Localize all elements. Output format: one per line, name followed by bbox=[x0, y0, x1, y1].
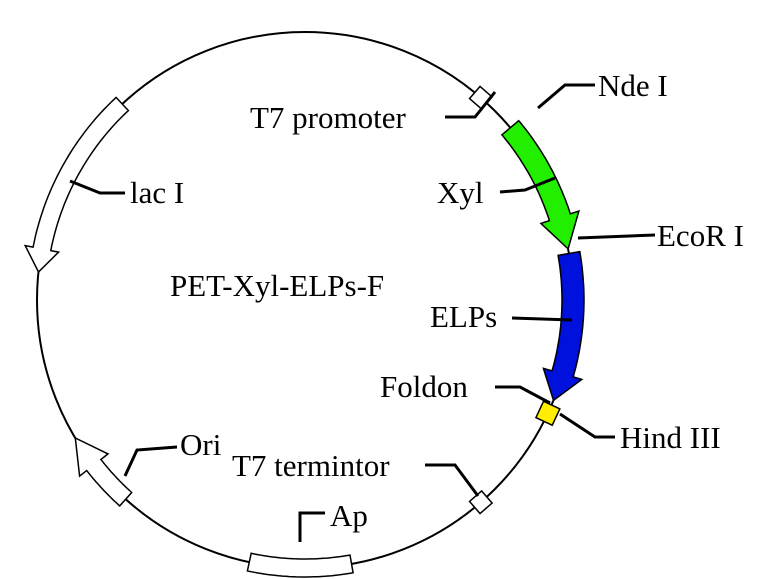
t7-terminator-box bbox=[468, 489, 494, 515]
label-elps: ELPs bbox=[430, 299, 497, 334]
leader-t7-promoter bbox=[445, 91, 497, 119]
lac-i-arrow bbox=[23, 96, 130, 274]
leader-lac-i bbox=[69, 179, 125, 195]
label-ori: Ori bbox=[180, 427, 222, 462]
leader-ecor bbox=[577, 233, 656, 240]
label-nde-i: Nde I bbox=[598, 68, 668, 103]
leader-hind bbox=[559, 412, 615, 439]
ap-band bbox=[246, 552, 354, 578]
leader-elps bbox=[511, 316, 573, 322]
leader-nde bbox=[537, 83, 595, 110]
label-ecor-i: EcoR I bbox=[657, 218, 744, 253]
leader-ori bbox=[123, 445, 178, 477]
leader-foldon bbox=[495, 385, 551, 405]
label-xyl: Xyl bbox=[437, 175, 484, 210]
label-t7-terminator: T7 termintor bbox=[232, 448, 390, 483]
leader-xyl bbox=[499, 176, 556, 194]
leader-ap bbox=[298, 511, 325, 542]
foldon-box bbox=[534, 400, 561, 427]
ori-arrow bbox=[74, 436, 133, 507]
elps-arrow bbox=[542, 250, 585, 402]
leader-t7-term bbox=[425, 463, 480, 497]
label-lac-i: lac I bbox=[130, 175, 184, 210]
label-foldon: Foldon bbox=[380, 369, 468, 404]
plasmid-title: PET-Xyl-ELPs-F bbox=[170, 268, 384, 303]
label-t7-promoter: T7 promoter bbox=[250, 100, 406, 135]
label-ap: Ap bbox=[330, 498, 368, 533]
label-hind-iii: Hind III bbox=[620, 420, 721, 455]
